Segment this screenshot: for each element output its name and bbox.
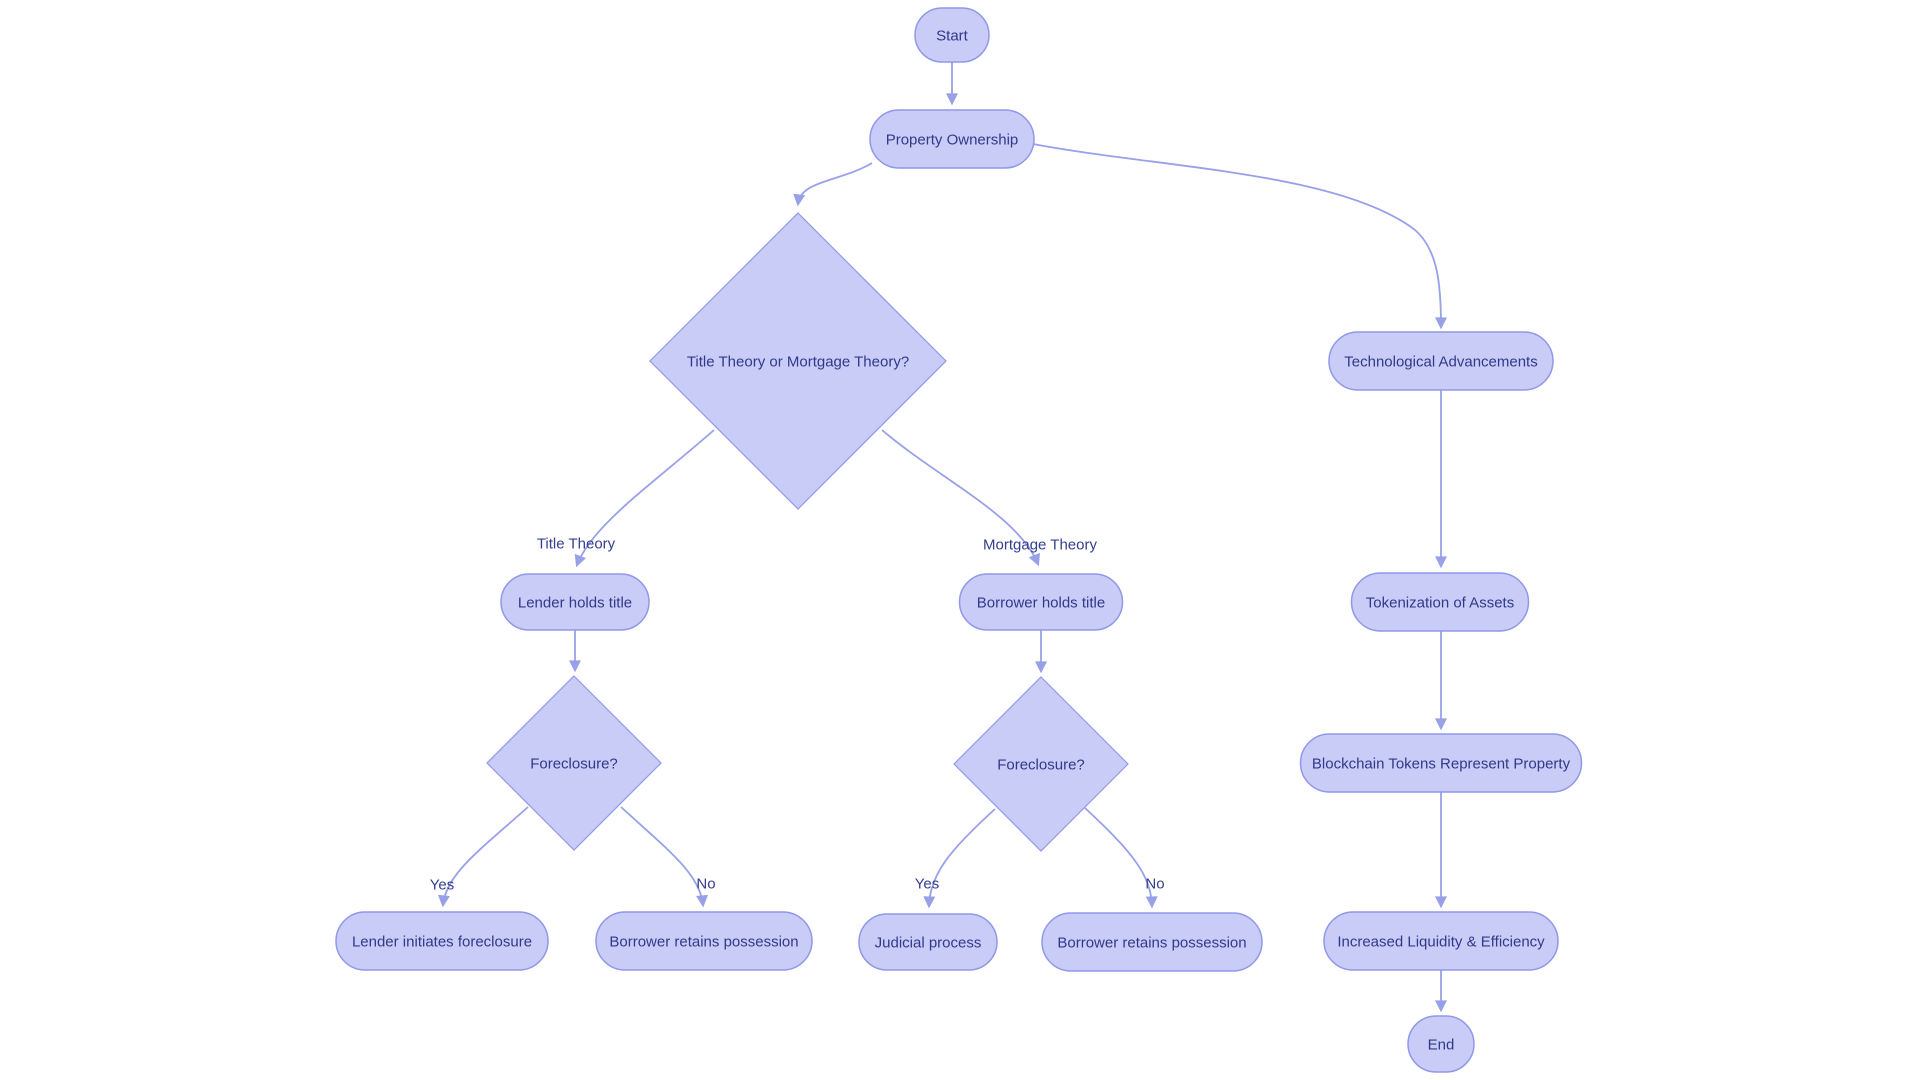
increased-liquidity-shape	[1323, 911, 1559, 971]
edge-label-foreclosure-left-lender-initiates-foreclosure: Yes	[430, 876, 454, 893]
blockchain-tokens-label: Blockchain Tokens Represent Property	[1312, 755, 1571, 772]
judicial-process-shape	[858, 913, 998, 971]
tech-advancements-shape	[1328, 331, 1554, 391]
borrower-retains-possession-2-label: Borrower retains possession	[1057, 934, 1246, 951]
node-tokenization-of-assets: Tokenization of Assets	[1350, 572, 1530, 632]
lender-initiates-foreclosure-shape	[335, 911, 549, 971]
lender-initiates-foreclosure-label: Lender initiates foreclosure	[352, 933, 532, 950]
node-judicial-process: Judicial process	[858, 913, 998, 971]
tech-advancements-label: Technological Advancements	[1344, 353, 1537, 370]
node-tech-advancements: Technological Advancements	[1328, 331, 1554, 391]
edge-foreclosure-left-lender-initiates-foreclosure	[437, 806, 529, 908]
node-foreclosure-right: Foreclosure?	[953, 676, 1129, 852]
edge-label-theory-decision-borrower-holds-title: Mortgage Theory	[983, 536, 1097, 553]
foreclosure-right-label: Foreclosure?	[997, 756, 1085, 773]
node-start: Start	[914, 7, 990, 63]
start-shape	[914, 7, 990, 63]
node-foreclosure-left: Foreclosure?	[486, 675, 662, 851]
edge-theory-decision-lender-holds-title	[574, 429, 715, 568]
edge-label-foreclosure-left-borrower-retains-possession-1: No	[696, 875, 715, 892]
edge-foreclosure-right-judicial-process	[923, 808, 996, 909]
property-ownership-shape	[869, 109, 1035, 169]
property-ownership-label: Property Ownership	[886, 131, 1019, 148]
end-label: End	[1428, 1036, 1455, 1053]
edge-property-ownership-theory-decision	[793, 162, 873, 207]
edge-foreclosure-left-borrower-retains-possession-1	[620, 806, 709, 908]
node-borrower-retains-possession-1: Borrower retains possession	[595, 911, 813, 971]
end-shape	[1407, 1015, 1475, 1073]
edge-label-theory-decision-lender-holds-title: Title Theory	[537, 535, 616, 552]
node-property-ownership: Property Ownership	[869, 109, 1035, 169]
lender-holds-title-label: Lender holds title	[518, 594, 632, 611]
edge-label-foreclosure-right-judicial-process: Yes	[915, 875, 939, 892]
borrower-holds-title-shape	[958, 573, 1124, 631]
foreclosure-left-shape	[486, 675, 662, 851]
node-lender-holds-title: Lender holds title	[500, 573, 650, 631]
foreclosure-right-shape	[953, 676, 1129, 852]
node-increased-liquidity: Increased Liquidity & Efficiency	[1323, 911, 1559, 971]
increased-liquidity-label: Increased Liquidity & Efficiency	[1337, 933, 1545, 950]
tokenization-of-assets-shape	[1350, 572, 1530, 632]
foreclosure-left-label: Foreclosure?	[530, 755, 618, 772]
node-borrower-holds-title: Borrower holds title	[958, 573, 1124, 631]
borrower-retains-possession-1-label: Borrower retains possession	[609, 933, 798, 950]
theory-decision-shape	[649, 212, 947, 510]
edge-property-ownership-tech-advancements	[1032, 143, 1447, 330]
edge-label-foreclosure-right-borrower-retains-possession-2: No	[1145, 875, 1164, 892]
node-end: End	[1407, 1015, 1475, 1073]
theory-decision-label: Title Theory or Mortgage Theory?	[687, 353, 909, 370]
node-borrower-retains-possession-2: Borrower retains possession	[1041, 912, 1263, 972]
node-theory-decision: Title Theory or Mortgage Theory?	[649, 212, 947, 510]
judicial-process-label: Judicial process	[875, 934, 982, 951]
edge-foreclosure-right-borrower-retains-possession-2	[1084, 807, 1158, 909]
borrower-retains-possession-2-shape	[1041, 912, 1263, 972]
borrower-retains-possession-1-shape	[595, 911, 813, 971]
start-label: Start	[936, 27, 969, 44]
blockchain-tokens-shape	[1299, 733, 1583, 793]
borrower-holds-title-label: Borrower holds title	[977, 594, 1105, 611]
node-lender-initiates-foreclosure: Lender initiates foreclosure	[335, 911, 549, 971]
edge-theory-decision-borrower-holds-title	[881, 429, 1040, 567]
node-blockchain-tokens: Blockchain Tokens Represent Property	[1299, 733, 1583, 793]
lender-holds-title-shape	[500, 573, 650, 631]
tokenization-of-assets-label: Tokenization of Assets	[1366, 594, 1514, 611]
